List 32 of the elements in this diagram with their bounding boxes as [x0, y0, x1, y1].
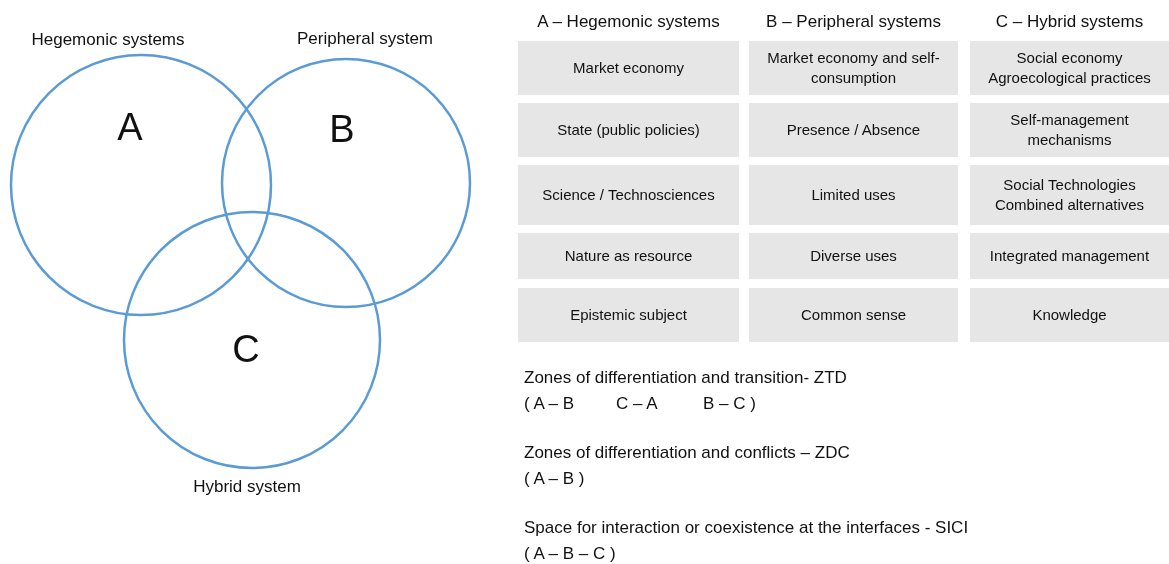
zone-note: B – C )	[703, 394, 756, 414]
table-cell: Self-management mechanisms	[970, 103, 1169, 157]
table-cell: Limited uses	[749, 165, 958, 225]
zone-note: Zones of differentiation and conflicts – ZDC	[524, 443, 850, 463]
circle-heading: Peripheral system	[296, 29, 434, 49]
circle-letter: B	[329, 107, 355, 151]
zone-note: Zones of differentiation and transition- ZTD	[524, 368, 847, 388]
table-cell: Market economy	[518, 41, 739, 95]
circle-letter: A	[117, 105, 143, 149]
table-cell: Common sense	[749, 288, 958, 342]
table-cell: State (public policies)	[518, 103, 739, 157]
column-header: B – Peripheral systems	[765, 12, 942, 32]
zone-note: ( A – B )	[524, 469, 585, 489]
table-cell: Epistemic subject	[518, 288, 739, 342]
table-cell: Integrated management	[970, 233, 1169, 279]
table-cell: Diverse uses	[749, 233, 958, 279]
table-cell: Social Technologies Combined alternatives	[970, 165, 1169, 225]
table-cell: Nature as resource	[518, 233, 739, 279]
zone-note: C – A	[616, 394, 658, 414]
table-cell: Social economy Agroecological practices	[970, 41, 1169, 95]
table-cell: Knowledge	[970, 288, 1169, 342]
zone-note: ( A – B	[524, 394, 575, 414]
table-cell: Science / Technosciences	[518, 165, 739, 225]
zone-note: ( A – B – C )	[524, 544, 616, 564]
table-cell: Presence / Absence	[749, 103, 958, 157]
circle-heading: Hybrid system	[193, 477, 301, 497]
circle-letter: C	[232, 327, 260, 371]
zone-note: Space for interaction or coexistence at the interfaces - SICI	[524, 518, 969, 538]
circle-heading: Hegemonic systems	[31, 30, 185, 50]
column-header: C – Hybrid systems	[994, 12, 1145, 32]
table-cell: Market economy and self-consumption	[749, 41, 958, 95]
column-header: A – Hegemonic systems	[536, 12, 721, 32]
